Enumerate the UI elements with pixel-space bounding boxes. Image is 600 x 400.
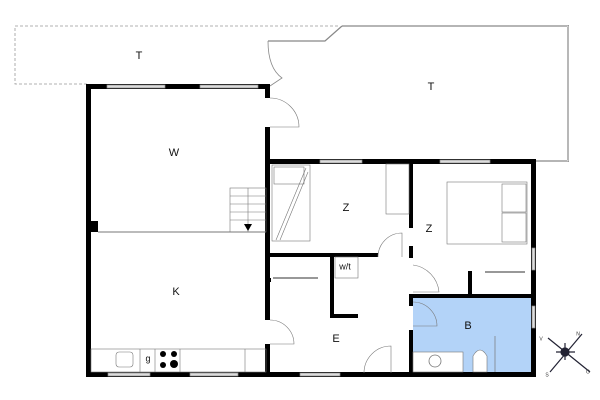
room-label-bathroom: B	[464, 320, 471, 332]
stair-arrow-icon	[244, 224, 252, 231]
room-label-terrace-right: T	[428, 81, 435, 93]
terrace-right-edge	[268, 25, 343, 42]
room-label-kitchen: K	[172, 286, 180, 298]
appliance-label: g	[145, 353, 150, 363]
stove-icon	[160, 351, 178, 368]
terrace-right-outline	[342, 25, 569, 162]
doors	[269, 97, 440, 374]
windows	[106, 84, 536, 377]
terrace-door-arc	[267, 40, 283, 87]
room-label-bedroom-1: Z	[343, 202, 350, 214]
stairs	[98, 187, 267, 233]
room-label-bedroom-2: Z	[426, 223, 433, 235]
compass-o: O	[586, 369, 590, 375]
compass-icon	[547, 333, 591, 373]
compass-n: N	[576, 331, 580, 337]
room-label-terrace-left: T	[136, 50, 143, 62]
room-label-entrance: E	[332, 333, 339, 345]
room-label-wc: w/t	[338, 261, 351, 271]
kitchen-counter	[90, 348, 267, 373]
terrace-left-outline	[14, 25, 338, 85]
bed-1	[271, 163, 410, 242]
compass-s: S	[545, 372, 549, 378]
compass-v: V	[539, 336, 543, 342]
bed-2	[273, 181, 528, 279]
room-label-living: W	[169, 147, 180, 159]
